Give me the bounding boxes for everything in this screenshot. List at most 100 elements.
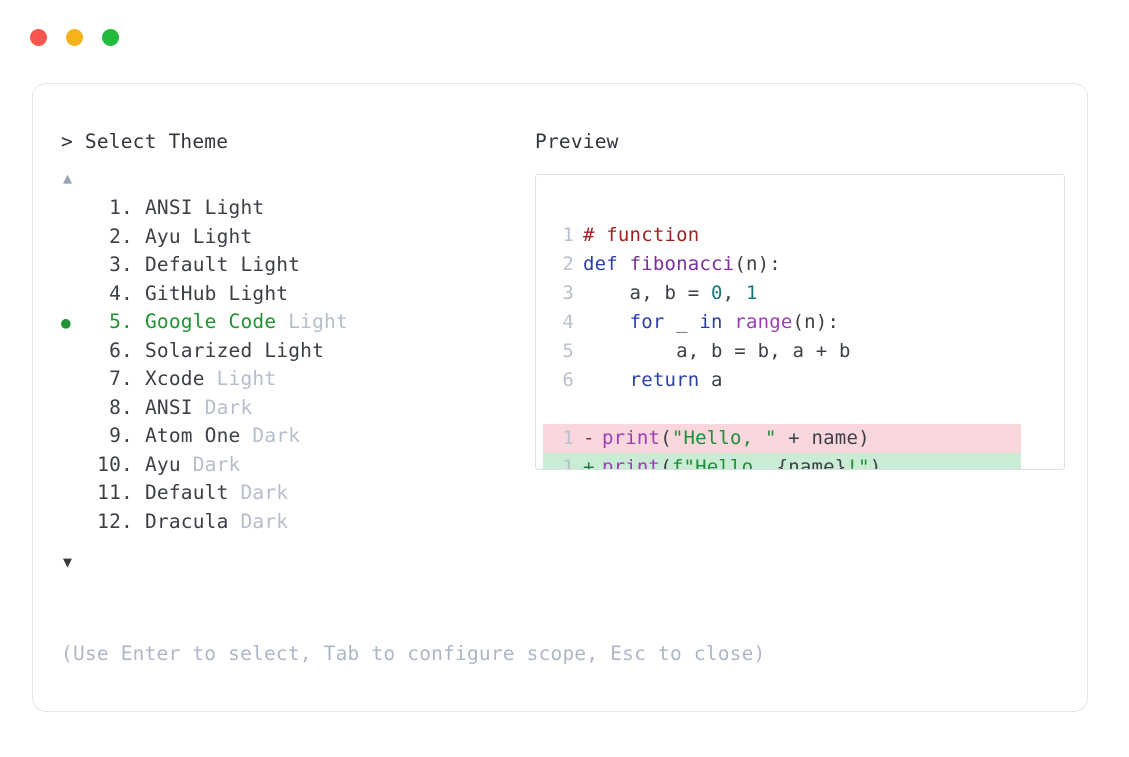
line-number: 4	[562, 311, 574, 333]
code-token: 0	[711, 282, 723, 304]
line-number: 5	[562, 340, 574, 362]
code-token: return	[629, 369, 700, 391]
theme-item-variant: Light	[264, 338, 325, 362]
line-number: 2	[562, 253, 574, 275]
code-token: a, b = b, a + b	[583, 340, 851, 362]
theme-list-item[interactable]: 10. Ayu Dark	[61, 451, 531, 480]
code-token: in	[699, 311, 723, 333]
theme-item-name: Default	[133, 253, 241, 276]
theme-item-index: 2.	[109, 224, 133, 248]
theme-list-item[interactable]: 1. ANSI Light	[61, 194, 531, 223]
code-line: 2 def fibonacci(n):	[552, 250, 1021, 279]
theme-item-name: Dracula	[133, 509, 241, 533]
theme-item-name: Ayu	[133, 452, 193, 476]
code-spacer	[552, 395, 1021, 424]
theme-item-name: Google Code	[133, 310, 289, 333]
code-token	[583, 311, 630, 333]
theme-list-item[interactable]: 9. Atom One Dark	[61, 422, 531, 451]
prompt-label: > Select Theme	[61, 130, 229, 153]
theme-list-item[interactable]: 11. Default Dark	[61, 479, 531, 508]
scroll-down-arrow-icon[interactable]: ▼	[63, 553, 73, 571]
code-token	[723, 311, 735, 333]
theme-item-variant: Dark	[240, 509, 289, 533]
theme-list-item[interactable]: 8. ANSI Dark	[61, 394, 531, 423]
theme-list-item[interactable]: 7. Xcode Light	[61, 365, 531, 394]
line-number: 6	[562, 369, 574, 391]
code-token: range	[734, 311, 793, 333]
code-line: 3 a, b = 0, 1	[552, 279, 1021, 308]
line-number: 1	[562, 224, 574, 246]
theme-item-name: ANSI	[133, 196, 205, 219]
theme-item-name: Atom One	[133, 424, 253, 447]
code-line: 1 # function	[552, 221, 1021, 250]
code-line-text: def fibonacci(n):	[583, 250, 781, 279]
code-token: (n):	[734, 253, 781, 275]
keyboard-hint: (Use Enter to select, Tab to configure s…	[61, 642, 766, 665]
diff-line-add: 1 + print(f"Hello, {name}!")	[543, 453, 1021, 470]
scroll-up-arrow-icon[interactable]: ▲	[63, 169, 73, 187]
theme-item-name: Ayu	[133, 224, 193, 248]
code-line-text: a, b = b, a + b	[583, 337, 851, 366]
theme-list-item[interactable]: ●5. Google Code Light	[61, 308, 531, 337]
theme-item-index: 3.	[109, 253, 133, 276]
theme-item-index: 6.	[109, 338, 133, 362]
code-token: )	[869, 456, 882, 470]
preview-pane: Preview	[535, 130, 1065, 154]
code-line-text: # function	[583, 221, 699, 250]
theme-item-name: Xcode	[133, 367, 217, 390]
code-token: 1	[745, 282, 758, 304]
code-token: ,	[722, 282, 746, 304]
code-token: for	[629, 311, 665, 333]
theme-item-variant: Light	[216, 367, 277, 390]
theme-list-item[interactable]: 3. Default Light	[61, 251, 531, 280]
code-line-text: a, b = 0, 1	[583, 279, 758, 308]
theme-list-item[interactable]: 2. Ayu Light	[61, 223, 531, 252]
code-token	[583, 369, 630, 391]
theme-list-item[interactable]: 12. Dracula Dark	[61, 508, 531, 537]
diff-sign: +	[583, 456, 595, 470]
theme-item-variant: Dark	[252, 424, 301, 447]
code-token: a	[699, 369, 723, 391]
code-line: 4 for _ in range(n):	[552, 308, 1021, 337]
theme-item-index: 8.	[109, 395, 133, 419]
window-minimize-button[interactable]	[66, 29, 83, 46]
theme-item-index: 4.	[109, 281, 133, 305]
theme-item-index: 7.	[109, 367, 133, 390]
code-token: + name)	[776, 427, 870, 449]
code-token: (n):	[792, 311, 840, 333]
code-token: _	[664, 311, 700, 333]
diff-line-delete: 1-print("Hello, " + name)	[543, 424, 1021, 453]
theme-item-variant: Dark	[204, 395, 253, 419]
code-token: "Hello, "	[671, 427, 777, 449]
theme-list-item[interactable]: 4. GitHub Light	[61, 280, 531, 309]
theme-item-variant: Dark	[192, 452, 241, 476]
code-token: f"Hello,	[671, 456, 777, 470]
window-maximize-button[interactable]	[102, 29, 119, 46]
code-token: # function	[583, 224, 700, 246]
theme-item-variant: Light	[192, 224, 253, 248]
theme-item-index: 5.	[109, 310, 133, 333]
diff-line-text: print(f"Hello, {name}!")	[602, 453, 882, 470]
code-line: 5 a, b = b, a + b	[552, 337, 1021, 366]
selected-bullet-icon: ●	[61, 313, 71, 332]
code-token: fibonacci	[629, 253, 735, 275]
code-line: 6 return a	[552, 366, 1021, 395]
code-token: {name}	[776, 456, 847, 470]
code-line-text: return a	[583, 366, 723, 395]
preview-header: Preview	[535, 130, 619, 153]
theme-item-index: 1.	[109, 196, 133, 219]
theme-list-item[interactable]: 6. Solarized Light	[61, 337, 531, 366]
line-number: 1	[562, 456, 574, 470]
window-close-button[interactable]	[30, 29, 47, 46]
code-token: def	[583, 253, 630, 275]
line-number: 1	[562, 427, 574, 449]
code-line-text: for _ in range(n):	[583, 308, 839, 337]
theme-item-index: 9.	[109, 424, 133, 447]
